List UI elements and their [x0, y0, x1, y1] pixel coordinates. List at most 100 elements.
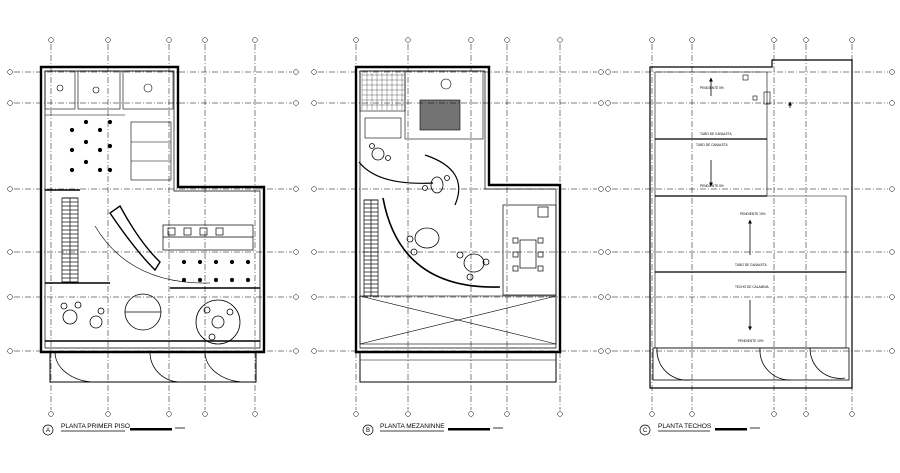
- slope-label-a: PENDIENTE 5%: [700, 86, 724, 90]
- plan-marker-a: [42, 424, 54, 436]
- plan-letter-b: B: [366, 428, 370, 434]
- light-fixture: [69, 147, 75, 153]
- grid-bubble: [311, 69, 317, 75]
- grid-bubble: [166, 411, 172, 417]
- conference-room-b: [502, 204, 557, 296]
- grid-bubble: [468, 37, 474, 43]
- workstations-a: [162, 224, 254, 251]
- grid-bubble: [252, 411, 258, 417]
- grid-bubble: [293, 100, 299, 106]
- plan-primer-piso: [7, 37, 299, 417]
- gutter-label-a: TUBO DE CANALETA: [700, 132, 733, 136]
- light-fixture: [83, 139, 89, 145]
- grid-bubble: [771, 37, 777, 43]
- grid-axes-a: [7, 37, 299, 417]
- plan-marker-c: [639, 424, 651, 436]
- grid-bubble: [293, 186, 299, 192]
- plan-title-a: PLANTA PRIMER PISO: [61, 423, 130, 430]
- roof-label: TECHO DE CALAMINA: [735, 285, 770, 289]
- service-area-b: [359, 70, 484, 140]
- grid-bubble: [803, 37, 809, 43]
- grid-bubble: [7, 69, 13, 75]
- slope-label-b: PENDIENTE 5%: [700, 184, 724, 188]
- gutter-label-b: TUBO DE CANALETA: [696, 143, 729, 147]
- grid-bubble: [605, 348, 611, 354]
- grid-bubble: [311, 249, 317, 255]
- plan-marker-b: [362, 424, 374, 436]
- light-fixture: [229, 277, 235, 283]
- grid-bubble: [7, 100, 13, 106]
- light-fixture: [83, 119, 89, 125]
- roof-edge-c: [654, 71, 847, 349]
- grid-bubble: [293, 294, 299, 300]
- light-fixture: [229, 259, 235, 265]
- grid-bubble: [293, 69, 299, 75]
- grid-axes-b: [311, 37, 604, 417]
- roof-fixtures-c: [742, 74, 771, 105]
- plan-letter-a: A: [46, 428, 50, 434]
- light-fixture: [181, 277, 187, 283]
- stairs-a: [61, 197, 79, 283]
- grid-bubble: [202, 411, 208, 417]
- grid-bubble: [605, 249, 611, 255]
- office-furniture-b: [369, 143, 490, 281]
- light-fixture: [181, 259, 187, 265]
- grid-bubble: [849, 411, 855, 417]
- grid-bubble: [889, 186, 895, 192]
- light-fixture: [97, 127, 103, 133]
- light-fixture: [107, 143, 113, 149]
- grid-bubble: [48, 411, 54, 417]
- slope-label-d: PENDIENTE 10%: [738, 339, 764, 343]
- grid-bubble: [7, 186, 13, 192]
- grid-bubble: [353, 37, 359, 43]
- grid-bubble: [311, 100, 317, 106]
- light-fixture: [213, 277, 219, 283]
- grid-bubble: [166, 37, 172, 43]
- title-block-a: A PLANTA PRIMER PISO: [42, 423, 185, 436]
- slope-label-c: PENDIENTE 10%: [740, 212, 766, 216]
- grid-bubble: [803, 411, 809, 417]
- grid-bubble: [7, 294, 13, 300]
- light-fixture: [83, 159, 89, 165]
- plan-letter-c: C: [643, 428, 648, 434]
- reception-counter-a: [109, 204, 161, 272]
- inner-wall-line-b: [359, 70, 557, 349]
- reception-arc-a: [94, 225, 211, 284]
- title-block-b: B PLANTA MEZANINNE: [362, 423, 503, 436]
- grid-bubble: [405, 37, 411, 43]
- grid-bubble: [557, 37, 563, 43]
- light-fixtures-a: [69, 119, 251, 283]
- light-fixture: [245, 259, 251, 265]
- grid-bubble: [598, 249, 604, 255]
- outer-walls-a: [39, 65, 266, 354]
- grid-bubble: [605, 186, 611, 192]
- balcony-arcs-c: [656, 347, 846, 381]
- balcony-c: [652, 347, 850, 381]
- light-fixture: [97, 147, 103, 153]
- balcony-b: [359, 351, 557, 383]
- grid-bubble: [598, 69, 604, 75]
- grid-bubble: [105, 411, 111, 417]
- light-fixture: [97, 167, 103, 173]
- void-opening-b: [359, 295, 557, 345]
- grid-bubble: [202, 37, 208, 43]
- light-fixture: [245, 277, 251, 283]
- office-rooms-a: [60, 293, 241, 345]
- plan-title-c: PLANTA TECHOS: [658, 423, 712, 430]
- curved-wall-upper-b: [358, 154, 460, 206]
- grid-bubble: [7, 348, 13, 354]
- grid-bubble: [598, 186, 604, 192]
- toilets-a: [44, 70, 174, 181]
- grid-bubble: [889, 294, 895, 300]
- stairs-b: [363, 199, 379, 297]
- grid-bubble: [649, 411, 655, 417]
- grid-bubble: [293, 348, 299, 354]
- grid-bubble: [771, 411, 777, 417]
- grid-bubble: [598, 294, 604, 300]
- plan-title-b: PLANTA MEZANINNE: [380, 423, 445, 430]
- balcony-arcs-a: [54, 351, 246, 383]
- grid-bubble: [105, 37, 111, 43]
- title-block-c: C PLANTA TECHOS: [639, 423, 760, 436]
- grid-bubble: [889, 249, 895, 255]
- roof-ridges-c: [655, 138, 846, 273]
